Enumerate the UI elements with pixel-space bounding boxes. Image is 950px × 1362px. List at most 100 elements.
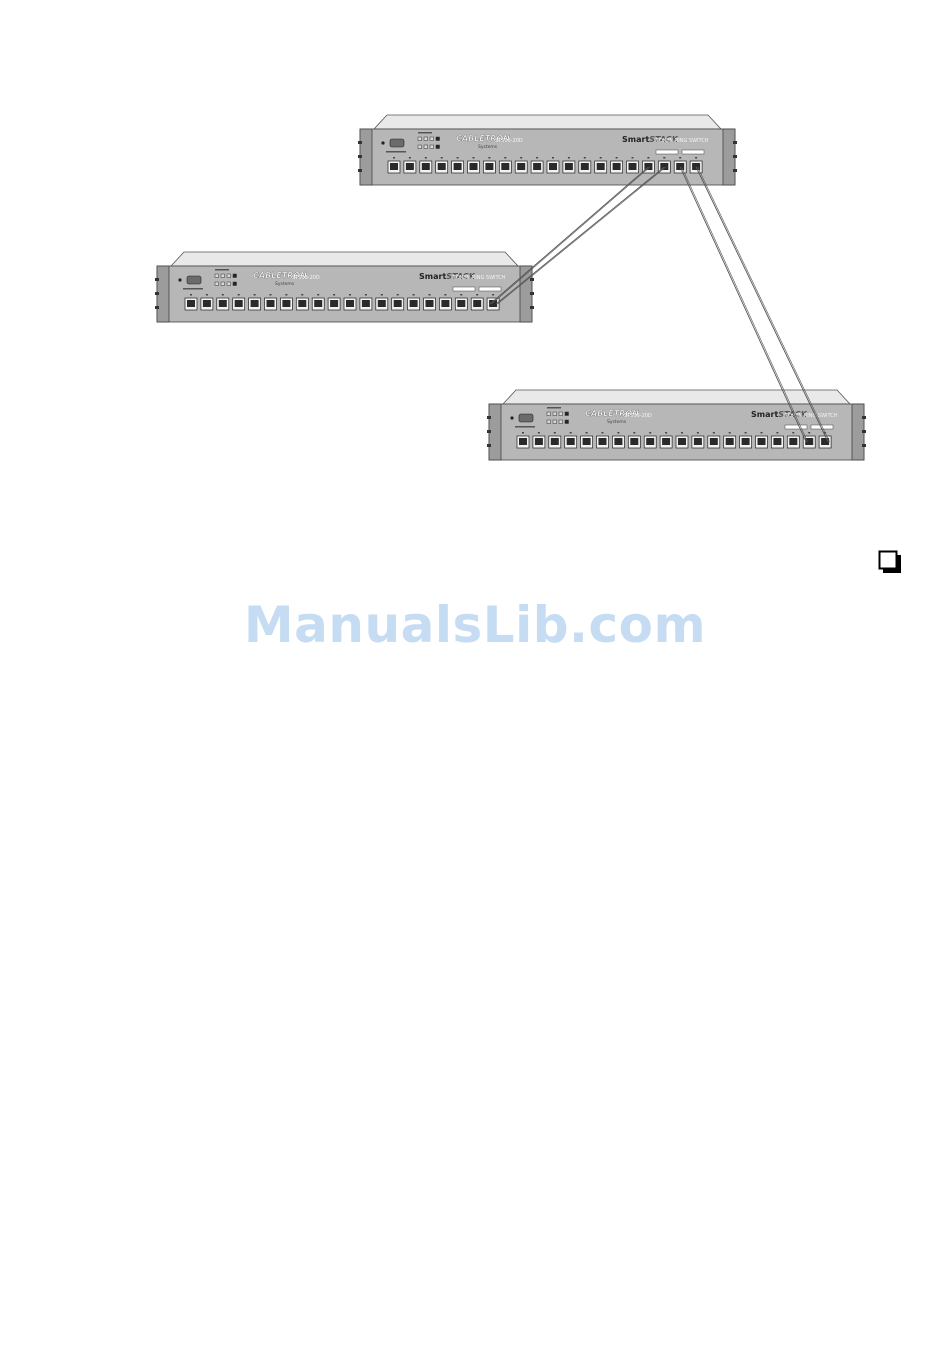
port-number-mark <box>697 432 699 434</box>
rj45-port-opening <box>422 163 430 170</box>
series-logo-a: Smart <box>419 272 446 281</box>
token-ring-switch: CABLETRONSystemsSTS16-20DSmartSTACKTOKEN… <box>155 252 534 322</box>
port-number-mark <box>397 294 399 296</box>
port-number-mark <box>365 294 367 296</box>
port-number-mark <box>663 157 665 159</box>
rj45-port-opening <box>710 438 718 445</box>
port-number-mark <box>301 294 303 296</box>
stack-cable <box>490 167 648 304</box>
mount-hole <box>487 444 491 447</box>
status-led <box>233 282 237 286</box>
status-led <box>424 137 428 141</box>
port-number-mark <box>713 432 715 434</box>
rj45-port-opening <box>330 300 338 307</box>
console-port <box>390 139 404 147</box>
token-ring-switch: CABLETRONSystemsSTS16-20DSmartSTACKTOKEN… <box>487 390 866 460</box>
status-led <box>418 145 422 149</box>
status-led <box>559 420 563 424</box>
port-number-mark <box>647 157 649 159</box>
status-led <box>227 282 231 286</box>
rj45-port-opening <box>426 300 434 307</box>
rj45-port-opening <box>219 300 227 307</box>
port-number-mark <box>285 294 287 296</box>
rj45-port-opening <box>535 438 543 445</box>
console-label <box>183 288 203 290</box>
port-number-mark <box>254 294 256 296</box>
mount-hole <box>530 278 534 281</box>
rj45-port-opening <box>583 438 591 445</box>
status-led <box>553 412 557 416</box>
model-label: STS16-20D <box>624 413 652 419</box>
port-number-mark <box>492 294 494 296</box>
series-logo-a: Smart <box>622 135 649 144</box>
port-number-mark <box>665 432 667 434</box>
rj45-port-opening <box>565 163 573 170</box>
console-label <box>386 151 406 153</box>
mount-hole <box>487 416 491 419</box>
mount-hole <box>862 416 866 419</box>
rj45-port-opening <box>378 300 386 307</box>
port-number-mark <box>600 157 602 159</box>
mount-hole <box>155 306 159 309</box>
mount-hole <box>358 155 362 158</box>
status-led <box>430 145 434 149</box>
stack-cable-edge <box>498 167 666 304</box>
rj45-port-opening <box>789 438 797 445</box>
port-number-mark <box>441 157 443 159</box>
product-label: TOKEN RING SWITCH <box>784 413 838 419</box>
led-panel-label <box>547 407 561 409</box>
port-number-mark <box>444 294 446 296</box>
port-number-mark <box>317 294 319 296</box>
console-port <box>519 414 533 422</box>
mount-hole <box>155 278 159 281</box>
port-number-mark <box>679 157 681 159</box>
status-led <box>565 420 569 424</box>
port-number-mark <box>761 432 763 434</box>
port-number-mark <box>504 157 506 159</box>
status-led <box>227 274 231 278</box>
label-strip <box>453 287 475 291</box>
rj45-port-opening <box>694 438 702 445</box>
port-number-mark <box>792 432 794 434</box>
watermark: ManualsLib.com <box>0 596 950 654</box>
rj45-port-opening <box>314 300 322 307</box>
port-number-mark <box>333 294 335 296</box>
mount-hole <box>862 444 866 447</box>
rj45-port-opening <box>533 163 541 170</box>
rj45-port-opening <box>613 163 621 170</box>
rj45-port-opening <box>501 163 509 170</box>
rj45-port-opening <box>678 438 686 445</box>
port-number-mark <box>745 432 747 434</box>
rj45-port-opening <box>758 438 766 445</box>
brand-sub: Systems <box>607 419 627 425</box>
rj45-port-opening <box>599 438 607 445</box>
led-panel-label <box>215 269 229 271</box>
rj45-port-opening <box>519 438 527 445</box>
model-label: STS16-20D <box>292 275 320 281</box>
port-number-mark <box>584 157 586 159</box>
status-led <box>221 274 225 278</box>
rj45-port-opening <box>662 438 670 445</box>
rj45-port-opening <box>457 300 465 307</box>
label-strip <box>785 425 807 429</box>
rj45-port-opening <box>726 438 734 445</box>
rj45-port-opening <box>187 300 195 307</box>
port-number-mark <box>570 432 572 434</box>
port-number-mark <box>522 432 524 434</box>
port-number-mark <box>633 432 635 434</box>
port-number-mark <box>617 432 619 434</box>
mount-hole <box>530 292 534 295</box>
port-number-mark <box>473 157 475 159</box>
status-led <box>565 412 569 416</box>
status-led <box>430 137 434 141</box>
rj45-port-opening <box>742 438 750 445</box>
rj45-port-opening <box>203 300 211 307</box>
rj45-port-opening <box>235 300 243 307</box>
rj45-port-opening <box>517 163 525 170</box>
console-label <box>515 426 535 428</box>
port-number-mark <box>729 432 731 434</box>
port-number-mark <box>520 157 522 159</box>
led-panel-label <box>418 132 432 134</box>
reset-button <box>510 416 513 419</box>
rj45-port-opening <box>597 163 605 170</box>
